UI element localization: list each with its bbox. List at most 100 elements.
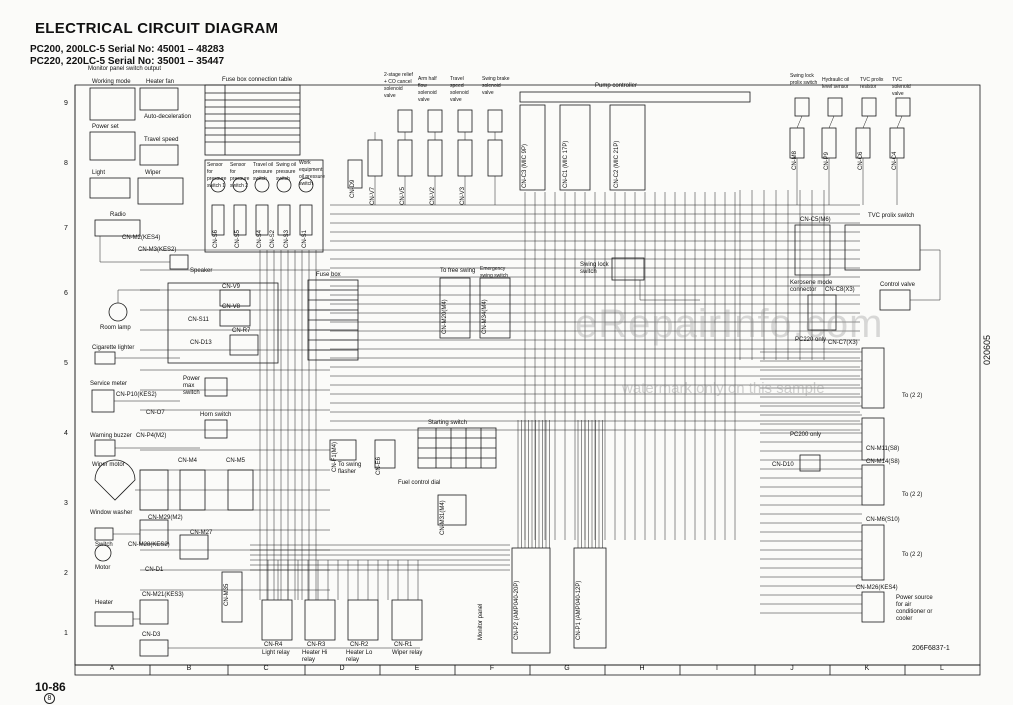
row-label-4: 4	[64, 430, 68, 437]
horn-box	[204, 419, 228, 439]
side-code: 020605	[982, 334, 992, 365]
fuse-table	[204, 84, 301, 156]
power-set-table	[89, 131, 136, 161]
lbl-cn-d1: CN-D1	[145, 567, 164, 573]
working-mode-table	[89, 87, 136, 121]
col-label-i: I	[716, 665, 718, 672]
cn-m26-block	[861, 591, 885, 623]
cn-c1-block	[559, 104, 591, 191]
row-label-7: 7	[64, 225, 68, 232]
cn-m27-block	[179, 534, 209, 560]
lbl-sensor-b: Sensor for pressure switch 2	[230, 162, 250, 189]
lbl-cn-m21: CN-M21(KES3)	[142, 592, 184, 598]
lbl-window-washer: Window washer	[90, 510, 133, 516]
lbl-tvc-prolix-switch: TVC prolix switch	[868, 213, 915, 219]
lbl-fuse-box: Fuse box	[316, 272, 341, 278]
lbl-cn-d13: CN-D13	[190, 340, 212, 346]
lbl-cn-m5: CN-M5	[226, 458, 245, 464]
cn-right-1	[861, 347, 885, 409]
buzzer-box	[94, 439, 116, 457]
lbl-to-swing-flasher: To swing flasher	[338, 462, 362, 475]
swing-lock-switch	[611, 257, 645, 281]
cn-d9-block	[347, 159, 363, 189]
switch-group-box	[167, 282, 279, 364]
relay-cn-r1	[391, 599, 423, 641]
cn-m6-block	[861, 524, 885, 581]
pressure-sensors	[210, 177, 314, 193]
lbl-cn-v7: CN-V7	[370, 186, 376, 205]
grid-strip	[74, 664, 981, 676]
lbl-cn-s4: CN-S4	[257, 229, 263, 248]
lbl-power-source: Power source for air conditioner or cool…	[896, 595, 933, 622]
lbl-cn-d10: CN-D10	[772, 462, 794, 468]
lbl-kerosene: Kerosene mode connector	[790, 280, 833, 293]
lbl-cn-p4: CN-P4(M2)	[136, 433, 167, 439]
lbl-swing-lock-prolix: Swing lock prolix switch	[790, 73, 818, 86]
cn-m11-block	[861, 464, 885, 506]
sensor-connectors	[211, 204, 313, 236]
lbl-swing-lock-switch: Swing lock switch	[580, 262, 609, 275]
wiper-table	[137, 177, 184, 205]
lbl-service-meter: Service meter	[90, 381, 128, 387]
lbl-travel-speed: Travel speed	[144, 137, 179, 143]
cn-right-2	[861, 417, 885, 461]
lbl-cn-c7: CN-C7(X3)	[828, 340, 858, 346]
lbl-cn-c2: CN-C2 (MIC 21P)	[614, 140, 620, 188]
lbl-cn-m4: CN-M4	[178, 458, 197, 464]
lbl-room-lamp: Room lamp	[100, 325, 131, 331]
relay-cn-r2	[347, 599, 379, 641]
lbl-cn-p1: CN-P1 (AMP040-12P)	[576, 580, 582, 640]
cn-m35-block	[221, 571, 243, 623]
radio-box	[94, 219, 141, 237]
lbl-cn-c4: CN-C4	[892, 151, 898, 170]
page-number: 10-86	[35, 680, 66, 694]
lbl-cn-v5: CN-V5	[400, 186, 406, 205]
lbl-cn-m31: CN-M31(M4)	[440, 500, 446, 535]
lbl-cn-m11: CN-M11(S8)	[866, 446, 900, 452]
col-label-d: D	[339, 665, 345, 672]
cn-m21-block	[139, 599, 169, 625]
col-label-e: E	[414, 665, 420, 672]
lbl-fuel-control: Fuel control dial	[398, 480, 441, 486]
lbl-warning-buzzer: Warning buzzer	[90, 433, 132, 439]
travel-speed-table	[139, 144, 179, 166]
sensor-block	[204, 159, 324, 253]
lbl-cn-r7: CN-R7	[232, 328, 251, 334]
lbl-cn-e6: CN-E6	[376, 456, 382, 475]
lbl-pc220-only: PC220 only	[795, 337, 827, 343]
lbl-sensor-a: Sensor for pressure switch 1	[207, 162, 227, 189]
relay-cn-r3	[304, 599, 336, 641]
lbl-cn-m29: CN-M29(M2)	[148, 515, 183, 521]
lbl-power-max: Power max switch	[183, 376, 201, 396]
cn-d10-block	[799, 454, 821, 472]
lbl-fuse-table: Fuse box connection table	[222, 77, 293, 83]
lbl-tvc-resistor: TVC prolix resistor	[860, 77, 884, 90]
col-label-k: K	[864, 665, 870, 672]
col-label-c: C	[263, 665, 269, 672]
figure-number: 206F6837-1	[912, 645, 950, 652]
lbl-to-22c: To (2 2)	[902, 552, 923, 558]
lbl-to-free-swing: To free swing	[440, 268, 476, 274]
right-top-components	[794, 97, 911, 117]
service-meter-box	[91, 389, 115, 413]
row-label-5: 5	[64, 360, 68, 367]
solenoid-connectors	[367, 139, 503, 177]
col-label-b: B	[186, 665, 192, 672]
lbl-auto-decel: Auto-deceleration	[144, 114, 192, 120]
cn-m31-block	[437, 494, 467, 526]
lbl-cn-m26: CN-M26(KES4)	[856, 585, 898, 591]
lbl-cn-m35: CN-M35	[224, 583, 230, 606]
solenoid-valves	[397, 109, 503, 133]
lbl-speaker: Speaker	[190, 268, 213, 274]
lbl-cn-f1: CN-F1(M4)	[332, 442, 338, 472]
relay-cn-r4	[261, 599, 293, 641]
wire-bundle	[99, 115, 941, 649]
lbl-power-set: Power set	[92, 124, 119, 130]
lbl-motor: Motor	[95, 565, 111, 571]
lbl-heater: Heater	[95, 600, 114, 606]
lbl-cn-c8: CN-C8(X3)	[825, 287, 855, 293]
starting-switch-grid	[418, 428, 496, 468]
col-label-l: L	[940, 665, 944, 672]
lbl-cn-c6: CN-C6	[858, 151, 864, 170]
